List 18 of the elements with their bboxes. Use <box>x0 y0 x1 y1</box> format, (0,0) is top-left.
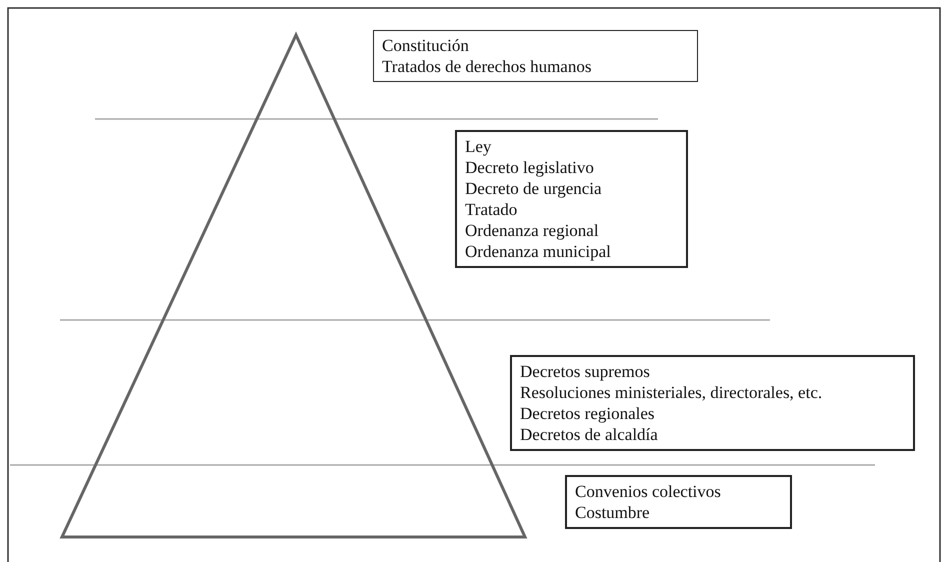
list-item: Constitución <box>382 35 470 56</box>
list-item: Ley <box>465 136 492 157</box>
text-box <box>455 130 688 268</box>
list-item: Tratado <box>465 199 518 220</box>
list-item: Resoluciones ministeriales, directorales, etc. <box>520 382 824 403</box>
list-item: Ordenanza regional <box>465 220 600 241</box>
list-item: Convenios colectivos <box>575 481 722 502</box>
text-box <box>510 355 915 451</box>
list-item: Ordenanza municipal <box>465 241 612 262</box>
list-item: Decretos de alcaldía <box>520 424 659 445</box>
list-item: Decretos regionales <box>520 403 656 424</box>
text-box <box>565 475 792 529</box>
list-item: Decretos supremos <box>520 361 651 382</box>
list-item: Decreto legislativo <box>465 157 595 178</box>
list-item: Decreto de urgencia <box>465 178 603 199</box>
list-item: Tratados de derechos humanos <box>382 56 592 77</box>
list-item: Costumbre <box>575 502 651 523</box>
text-box <box>373 30 698 82</box>
